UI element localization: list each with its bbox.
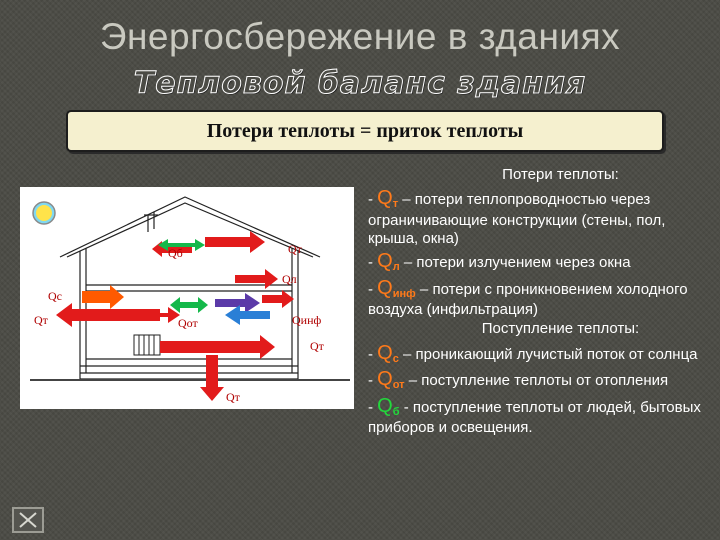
arrow-lower-right: [160, 335, 275, 359]
q-symbol: Qб: [377, 394, 400, 418]
nav-arrow-icon: [19, 512, 37, 528]
gain-item: - Qс – проникающий лучистый поток от сол…: [368, 341, 698, 365]
gain-item: - Qот – поступление теплоты от отопления: [368, 368, 669, 392]
heat-balance-diagram: Qб Qт Qл Qс Qт Qот Qинф Qт Qт: [20, 187, 354, 409]
q-symbol: Qинф: [377, 276, 416, 300]
arrow-sun-in: [82, 285, 124, 309]
arrow-attic-right: [235, 269, 278, 289]
arrow-left-out: [56, 303, 160, 327]
gain-item: - Qб - поступление теплоты от людей, быт…: [368, 394, 701, 436]
label-q-l: Qл: [282, 272, 297, 286]
arrow-internal-green: [170, 297, 208, 313]
slide-nav-button[interactable]: [12, 507, 44, 533]
label-q-inf: Qинф: [292, 313, 322, 327]
label-q-t-left: Qт: [34, 313, 49, 327]
label-q-t-bottom: Qт: [226, 390, 241, 404]
loss-item: - Qинф – потери с проникновением холодно…: [368, 276, 688, 319]
arrow-roof-out-right: [205, 231, 265, 253]
house-outline: [30, 196, 350, 381]
label-q-t-roof: Qт: [288, 242, 303, 256]
arrow-down-floor: [200, 355, 224, 401]
label-q-ot: Qот: [178, 316, 199, 330]
q-symbol: Qс: [377, 341, 399, 365]
slide-subtitle: Тепловой баланс здания: [133, 66, 587, 102]
q-symbol: Qл: [377, 250, 400, 274]
q-symbol: Qот: [377, 368, 405, 392]
losses-heading: Потери теплоты:: [502, 166, 619, 183]
loss-item: - Qт – потери теплопроводностью через ог…: [368, 187, 666, 247]
slide-title: Энергосбережение в зданиях: [99, 16, 621, 57]
loss-item: - Qл – потери излучением через окна: [368, 250, 631, 274]
arrow-ot-right: [138, 307, 180, 323]
radiator-icon: [133, 334, 161, 356]
arrow-roof-internal: [158, 239, 205, 251]
label-q-t-right: Qт: [310, 339, 325, 353]
arrow-inf-in: [225, 305, 270, 325]
explanation-text: Потери теплоты: - Qт – потери теплопрово…: [368, 166, 713, 438]
label-q-s: Qс: [48, 289, 62, 303]
sun-icon: [32, 201, 56, 225]
house-diagram: Qб Qт Qл Qс Qт Qот Qинф Qт Qт: [30, 196, 350, 404]
balance-banner: Потери теплоты = приток теплоты: [66, 110, 664, 152]
arrow-window-right: [262, 290, 294, 308]
arrow-purple: [215, 293, 260, 313]
gains-heading: Поступление теплоты:: [481, 320, 640, 338]
q-symbol: Qт: [377, 187, 399, 211]
label-q-b: Qб: [168, 246, 183, 260]
